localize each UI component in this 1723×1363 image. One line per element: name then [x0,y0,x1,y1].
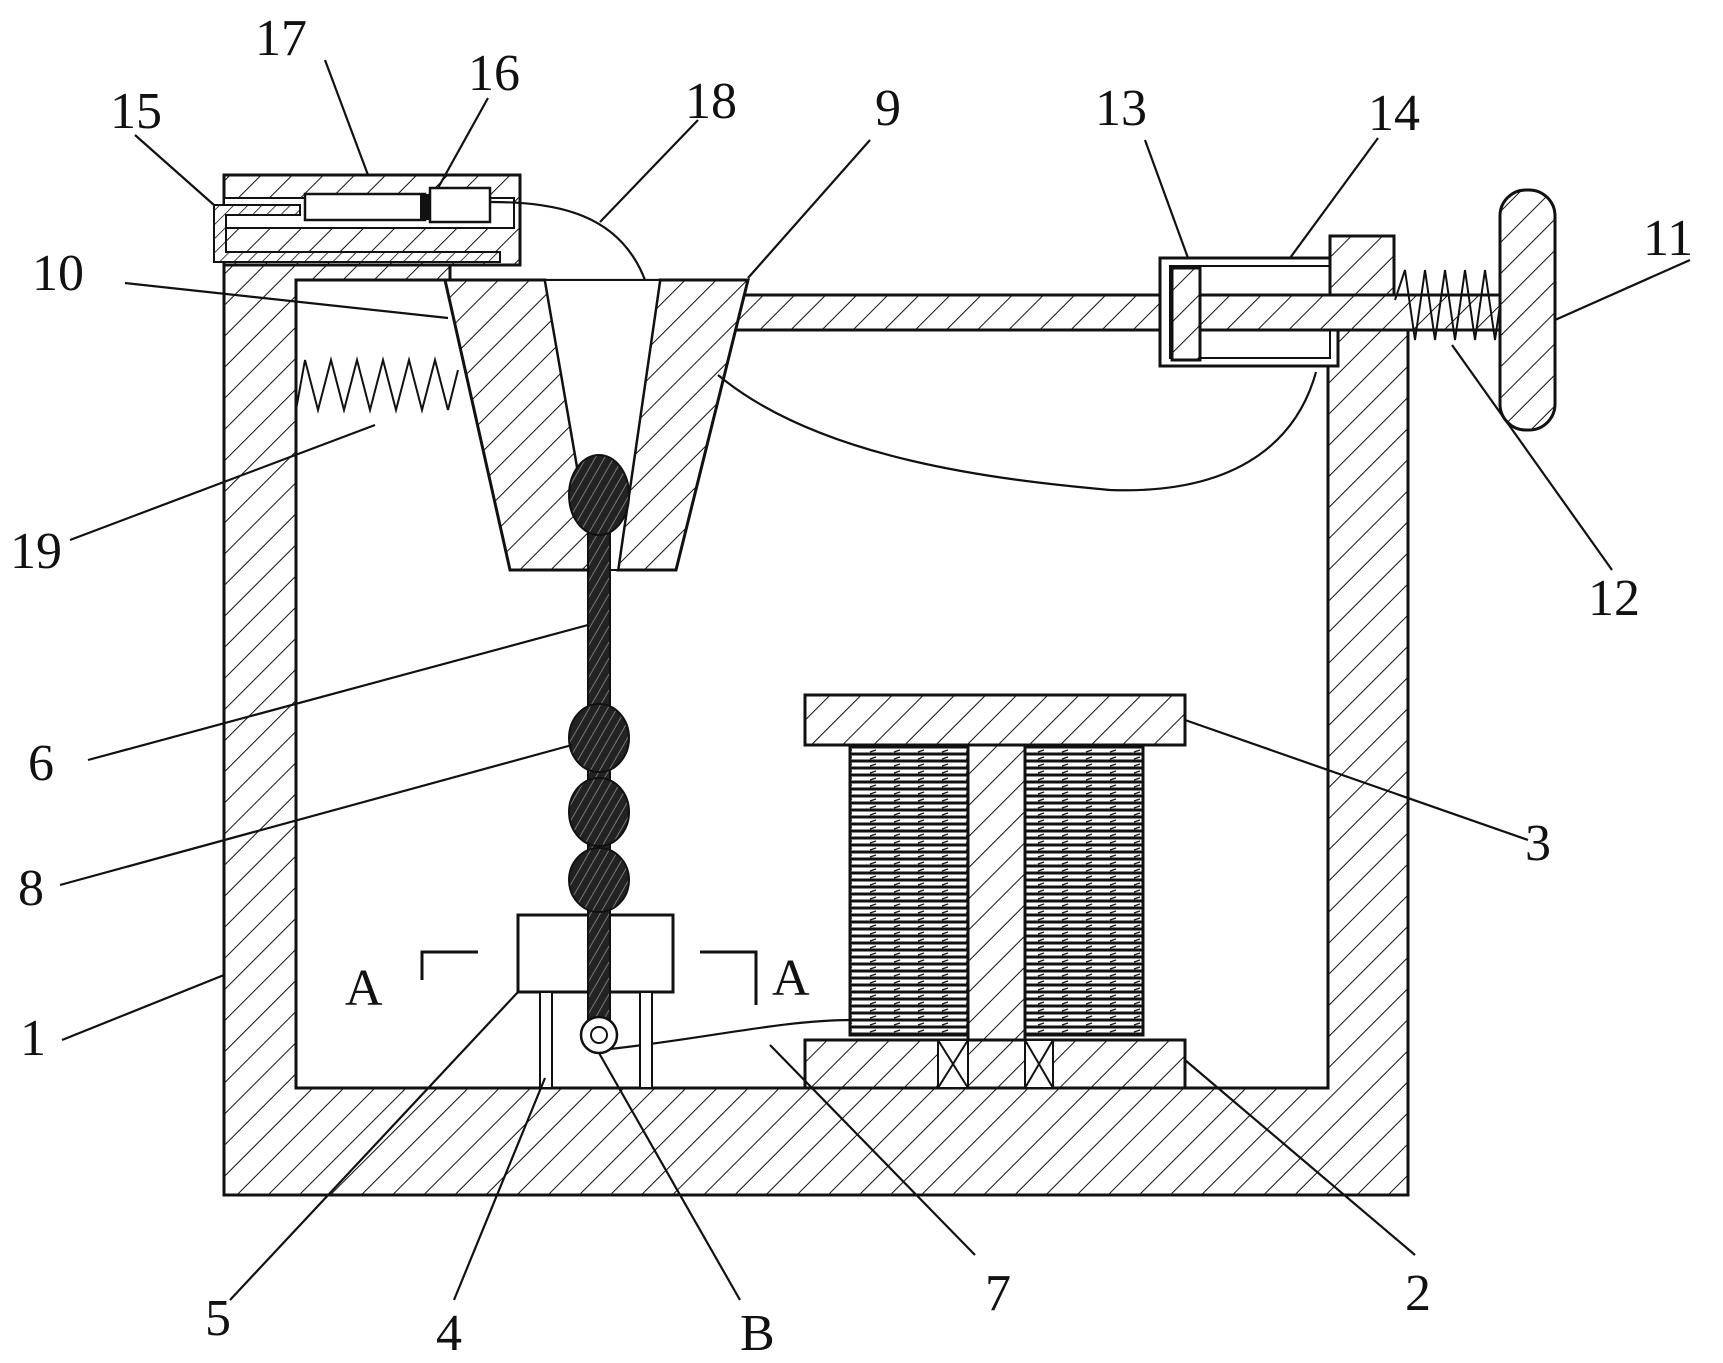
label-7: 7 [985,1265,1011,1322]
part-labels: 1 2 3 4 5 6 7 8 9 10 11 12 13 14 15 16 1… [10,10,1693,1362]
piston-13 [1170,266,1202,362]
coil-top-plate [803,693,1187,747]
leader-lines [59,59,1691,1301]
label-12: 12 [1588,570,1640,627]
chain-knot-2 [568,777,630,847]
label-17: 17 [255,10,307,67]
label-14: 14 [1368,85,1420,142]
label-15: 15 [110,83,162,140]
section-mark-left [420,950,478,980]
label-9: 9 [875,80,901,137]
leg-right [639,991,653,1089]
sensor-head [428,186,492,224]
label-6: 6 [28,735,54,792]
label-16: 16 [468,45,520,102]
section-label-right: A [772,950,810,1007]
coil-right [1023,743,1145,1037]
label-19: 19 [10,523,62,580]
coil-core [966,743,1027,1067]
wire-top [717,371,1318,492]
conductive-strip [213,204,501,263]
section-label-left: A [345,960,383,1017]
label-1: 1 [20,1010,46,1067]
chain-knot-1 [568,703,630,773]
label-13: 13 [1095,80,1147,137]
label-18: 18 [685,73,737,130]
plunger-rod [1198,293,1512,332]
coil-left [848,743,970,1037]
spring-19 [295,356,459,414]
wire-18 [489,200,647,281]
label-8: 8 [18,860,44,917]
knob-11 [1498,188,1557,432]
detail-label-b: B [740,1305,775,1362]
label-3: 3 [1525,815,1551,872]
label-10: 10 [32,245,84,302]
chain-knot-3 [568,847,630,913]
label-4: 4 [436,1305,462,1362]
label-11: 11 [1643,210,1693,267]
sensor-rod [303,192,427,222]
label-2: 2 [1405,1265,1431,1322]
label-5: 5 [205,1290,231,1347]
spring-12 [1394,269,1506,341]
stop-block [1328,234,1396,297]
coil-base [803,1038,1187,1090]
leg-left [539,991,553,1089]
wire-bottom [599,1018,853,1052]
sensor-contact [420,194,430,220]
section-mark-right [700,950,758,1005]
chain-knot-top [568,454,630,536]
